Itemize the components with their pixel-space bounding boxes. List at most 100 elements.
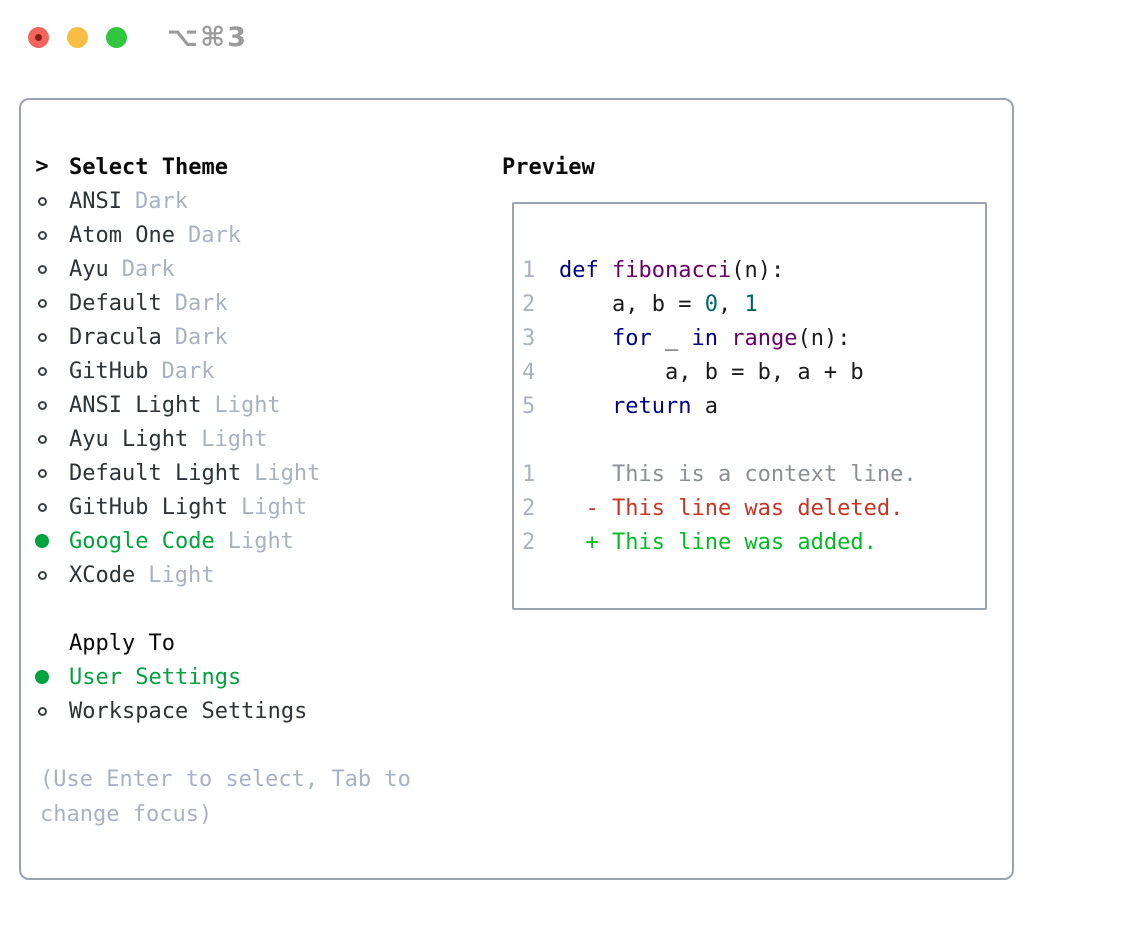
theme-variant-tag: Light: [227, 528, 294, 554]
code-tokens: a, b = 0, 1: [559, 292, 758, 317]
theme-variant-tag: Dark: [134, 188, 188, 214]
radio-ring: [37, 298, 47, 308]
theme-option-xcode-light[interactable]: XCode Light: [35, 558, 452, 592]
theme-variant-tag: Dark: [174, 324, 228, 350]
token-plain: (n):: [731, 257, 785, 283]
radio-ring: [37, 706, 47, 716]
select-theme-header: > Select Theme: [35, 150, 452, 184]
theme-variant-tag: Light: [201, 426, 268, 452]
apply-option-workspace-settings[interactable]: Workspace Settings: [35, 694, 452, 728]
code-tokens: This is a context line.: [559, 462, 917, 487]
theme-variant-tag: Dark: [174, 290, 228, 316]
code-tokens: return a: [559, 394, 718, 419]
radio-icon: [35, 704, 49, 718]
token-deleted: - This line was deleted.: [559, 495, 904, 521]
apply-option-label: Workspace Settings: [69, 698, 308, 724]
token-context: This is a context line.: [559, 461, 917, 487]
theme-variant-tag: Light: [148, 562, 215, 588]
radio-dot: [35, 534, 49, 548]
theme-option-label: Default: [69, 290, 162, 316]
theme-option-default-dark[interactable]: Default Dark: [35, 286, 452, 320]
token-plain: [718, 326, 731, 351]
token-number: 1: [744, 291, 758, 317]
theme-option-label: XCode: [69, 562, 136, 588]
token-plain: _: [651, 325, 692, 351]
theme-variant-tag: Light: [254, 460, 321, 486]
token-keyword: for: [611, 325, 652, 351]
radio-icon: [35, 330, 49, 344]
token-plain: (n):: [797, 325, 851, 351]
theme-option-label: Ayu Light: [69, 426, 189, 452]
theme-option-default-light-light[interactable]: Default Light Light: [35, 456, 452, 490]
radio-ring: [37, 400, 47, 410]
theme-variant-tag: Light: [240, 494, 308, 520]
line-number: 2: [522, 529, 536, 555]
theme-option-label: Default Light: [69, 460, 242, 486]
code-line: 3 for _ in range(n):: [522, 321, 985, 355]
token-keyword: in: [691, 325, 718, 351]
theme-variant-tag: Dark: [187, 222, 241, 248]
radio-icon: [35, 568, 49, 582]
line-number: 1: [522, 461, 536, 487]
apply-option-label: User Settings: [69, 664, 242, 690]
radio-ring: [37, 366, 47, 376]
close-button[interactable]: [28, 26, 49, 48]
zoom-button[interactable]: [106, 26, 127, 48]
cursor-marker: >: [35, 154, 49, 179]
radio-icon: [35, 398, 49, 412]
line-number: 4: [522, 359, 536, 385]
code-line: [522, 423, 985, 457]
code-tokens: for _ in range(n):: [559, 326, 850, 351]
theme-option-ayu-light-light[interactable]: Ayu Light Light: [35, 422, 452, 456]
apply-option-user-settings[interactable]: User Settings: [35, 660, 452, 694]
radio-icon: [35, 296, 49, 310]
radio-icon: [35, 466, 49, 480]
code-tokens: - This line was deleted.: [559, 496, 903, 521]
apply-to-header: Apply To: [35, 626, 452, 660]
token-plain: ,: [717, 291, 745, 317]
preview-title: Preview: [502, 154, 595, 180]
code-line: 5 return a: [522, 389, 985, 423]
theme-option-label: GitHub: [69, 358, 149, 384]
theme-variant-tag: Dark: [121, 256, 175, 282]
theme-variant-tag: Light: [214, 392, 281, 418]
token-added: + This line was added.: [559, 529, 877, 555]
theme-variant-tag: Dark: [161, 358, 215, 384]
radio-ring: [37, 230, 47, 240]
radio-icon: [35, 228, 49, 242]
code-line: 2 + This line was added.: [522, 525, 985, 559]
line-number: 5: [522, 393, 536, 419]
line-number: 2: [522, 291, 536, 317]
radio-icon: [35, 194, 49, 208]
radio-ring: [37, 434, 47, 444]
token-plain: a, b =: [559, 291, 705, 317]
code-tokens: a, b = b, a + b: [559, 360, 864, 385]
radio-ring: [37, 196, 47, 206]
line-number: 2: [522, 495, 536, 521]
theme-option-ansi-dark[interactable]: ANSI Dark: [35, 184, 452, 218]
code-tokens: + This line was added.: [559, 529, 877, 555]
chevron-right-icon: >: [35, 154, 49, 179]
minimize-button[interactable]: [67, 26, 88, 48]
radio-icon: [35, 262, 49, 276]
theme-option-github-dark[interactable]: GitHub Dark: [35, 354, 452, 388]
radio-icon: [35, 432, 49, 446]
code-line: 2 - This line was deleted.: [522, 491, 985, 525]
radio-selected-icon: [35, 534, 49, 548]
theme-option-label: ANSI: [69, 188, 122, 214]
token-keyword: def: [559, 257, 612, 283]
select-theme-title: Select Theme: [69, 154, 228, 180]
